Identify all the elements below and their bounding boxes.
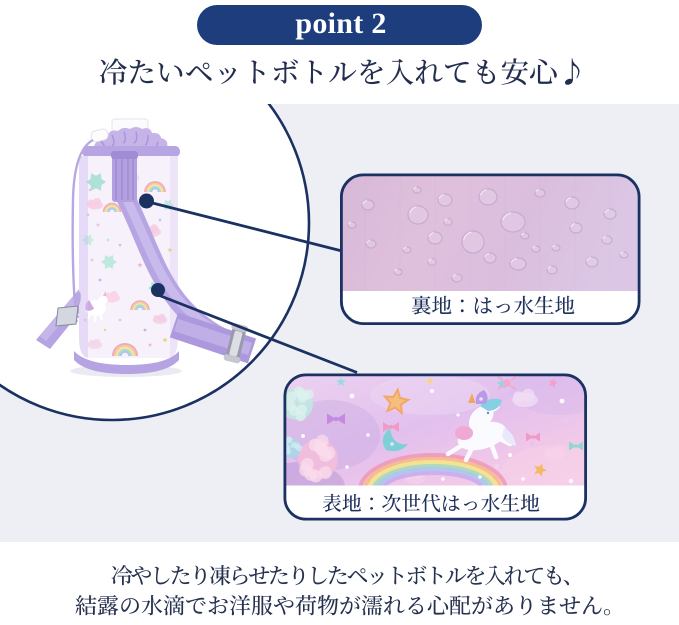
svg-text:point 2: point 2 (295, 7, 386, 40)
